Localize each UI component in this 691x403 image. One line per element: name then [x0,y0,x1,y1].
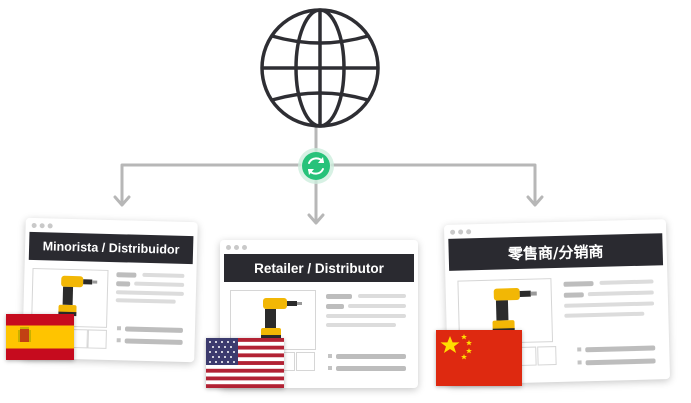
text-line [326,304,344,309]
window-controls [450,229,472,235]
bullet [328,366,332,370]
product-card-spain: Minorista / Distribuidor [22,217,198,363]
window-controls [226,245,247,250]
text-line [585,358,656,366]
card-title: 零售商/分销商 [448,233,664,271]
thumbnail [87,329,107,349]
text-line [142,272,185,278]
thumbnail [537,346,557,366]
bullet [577,347,582,352]
text-line [587,290,654,297]
text-line [563,292,584,298]
text-line [116,272,137,278]
thumbnail [296,352,315,371]
text-line [599,279,654,285]
power-drill-icon [261,298,302,339]
card-title: Retailer / Distributor [224,254,414,282]
text-line [336,354,406,359]
window-controls [31,222,53,229]
text-line [326,314,406,318]
power-drill-icon [58,275,98,317]
china-flag [436,330,522,386]
bullet [328,354,332,358]
text-line [326,323,396,327]
usa-flag [206,338,284,388]
bullet [116,326,122,331]
text-line [326,294,352,299]
text-line [124,338,183,345]
spain-flag [6,314,74,360]
text-line [585,345,656,353]
text-line [564,301,655,308]
text-line [115,290,184,296]
text-line [358,294,406,298]
text-line [134,281,185,287]
card-title: Minorista / Distribuidor [28,231,194,265]
text-line [564,311,645,318]
text-line [116,281,131,287]
bullet [116,338,121,343]
text-line [124,326,184,333]
text-line [563,281,594,287]
text-line [336,366,406,371]
bullet [577,360,582,365]
product-image [31,267,109,328]
text-line [348,304,406,308]
text-line [115,298,176,304]
